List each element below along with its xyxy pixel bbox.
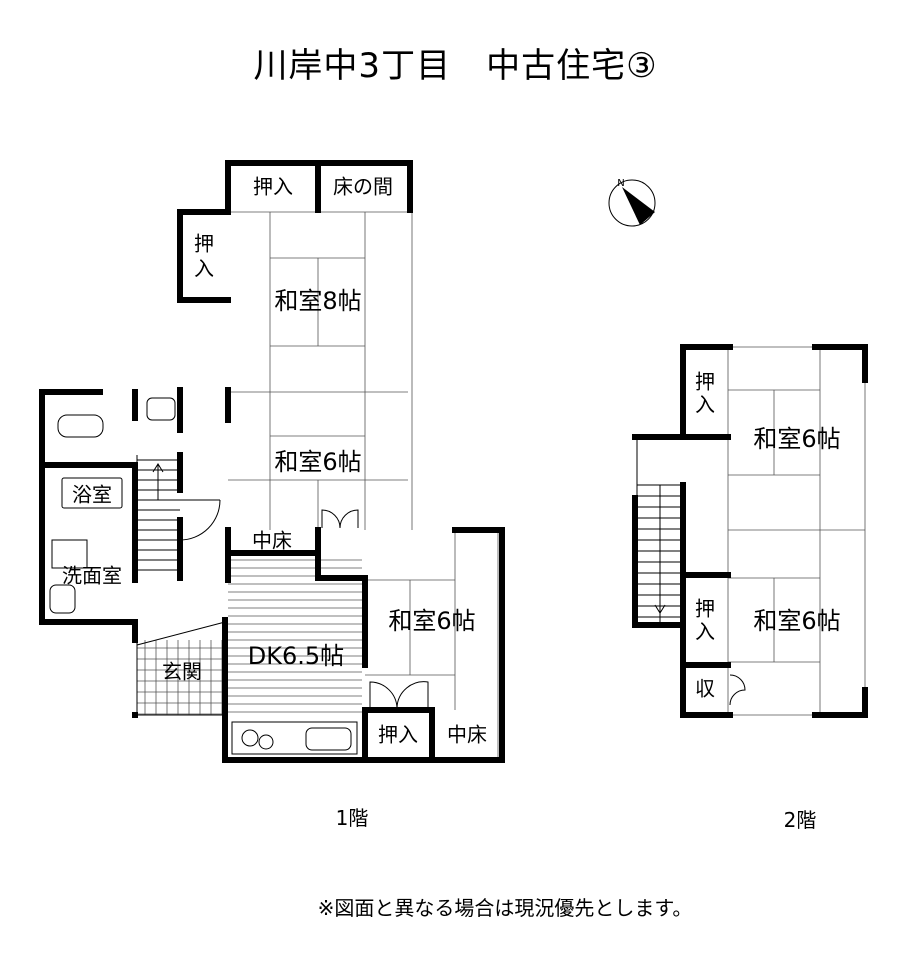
room-label-washroom: 洗面室 <box>62 564 122 588</box>
room-label-closet: 入 <box>194 257 214 281</box>
bathtub-icon <box>61 477 123 509</box>
kitchen-counter <box>231 721 358 755</box>
room-label-genkan: 玄関 <box>162 660 202 684</box>
floor2-plan: 押 入 和室6帖 押 入 収 和室6帖 2階 <box>632 344 868 832</box>
room-label-washitsu6: 和室6帖 <box>274 448 361 476</box>
room-label-closet: 押入 <box>378 723 418 747</box>
toilet-icon <box>57 414 104 438</box>
north-label: N <box>617 178 624 189</box>
room-label-washitsu8: 和室8帖 <box>274 287 361 315</box>
page-title: 川岸中3丁目 中古住宅③ <box>253 46 658 86</box>
room-label-closet: 押 <box>194 232 214 256</box>
room-label-tokonoma: 床の間 <box>333 175 393 199</box>
floor2-label: 2階 <box>784 808 817 832</box>
room-label-nakadoko: 中床 <box>252 529 292 553</box>
room-label-closet: 押 <box>695 370 715 394</box>
washbasin-icon <box>51 539 88 569</box>
room-label-storage: 収 <box>695 677 715 701</box>
door-icon <box>179 499 221 541</box>
floor1-label: 1階 <box>336 806 369 830</box>
room-label-washitsu6: 和室6帖 <box>753 607 840 635</box>
compass-icon: N <box>608 178 656 227</box>
room-label-nakadoko: 中床 <box>447 723 487 747</box>
room-label-closet: 入 <box>695 393 715 417</box>
room-label-closet: 押 <box>695 597 715 621</box>
kitchen-sink-icon <box>305 727 352 751</box>
room-label-washitsu6: 和室6帖 <box>753 425 840 453</box>
room-label-dk: DK6.5帖 <box>248 642 344 670</box>
room-label-washitsu6: 和室6帖 <box>388 607 475 635</box>
room-label-bath: 浴室 <box>72 483 112 507</box>
sink-icon <box>146 397 176 421</box>
room-label-closet: 押入 <box>253 175 293 199</box>
room-label-closet: 入 <box>695 620 715 644</box>
floor1-plan: 押入 床の間 押 入 和室8帖 和室6帖 中床 浴室 洗面室 和室6帖 DK6.… <box>39 160 505 830</box>
disclaimer-note: ※図面と異なる場合は現況優先とします。 <box>317 896 693 920</box>
